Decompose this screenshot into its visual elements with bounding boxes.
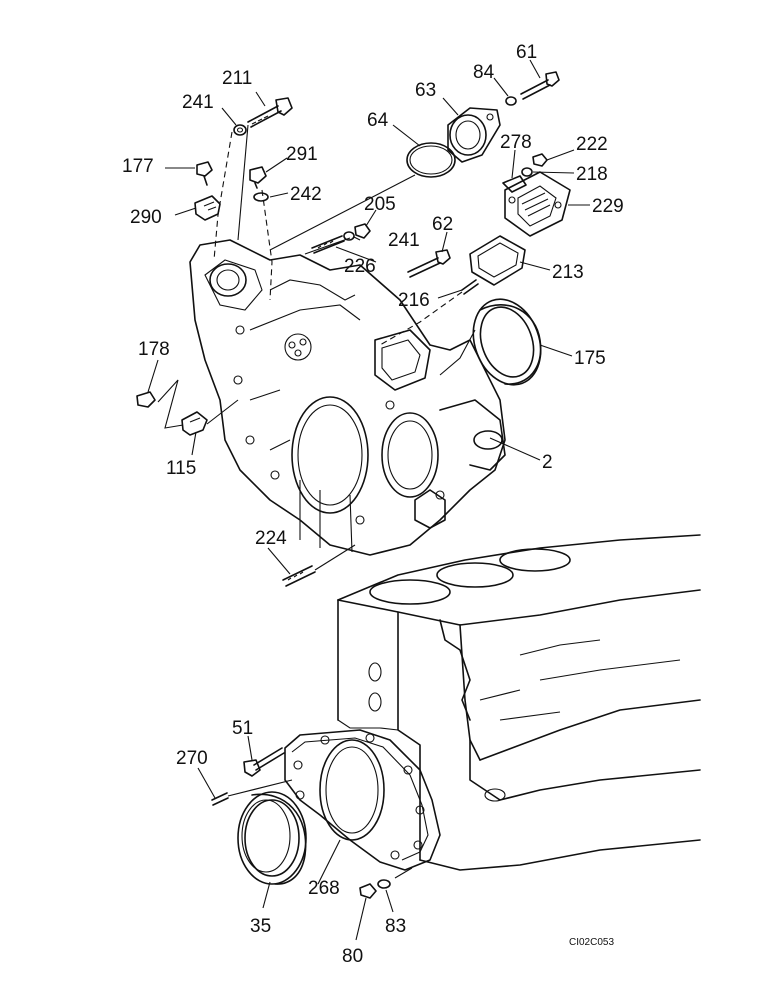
callout-2: 2 bbox=[542, 452, 553, 473]
rear-oil-seal bbox=[237, 791, 307, 885]
callout-224: 224 bbox=[255, 528, 287, 549]
callout-278: 278 bbox=[500, 132, 532, 153]
bolt-211 bbox=[247, 97, 293, 128]
gear-case-front-cover bbox=[189, 239, 506, 556]
washer-241 bbox=[233, 124, 247, 136]
callout-226: 226 bbox=[344, 256, 376, 277]
o-ring-242 bbox=[253, 192, 269, 202]
callout-290: 290 bbox=[130, 207, 162, 228]
housing-63 bbox=[447, 107, 501, 163]
rear-cover-plate bbox=[284, 729, 441, 871]
gasket-213 bbox=[469, 235, 526, 286]
washer-84 bbox=[505, 96, 517, 106]
bolt-62 bbox=[407, 249, 451, 278]
bolt-61 bbox=[520, 71, 560, 100]
callout-213: 213 bbox=[552, 262, 584, 283]
adapter-290 bbox=[194, 195, 221, 221]
callout-83: 83 bbox=[385, 916, 406, 937]
o-ring-64 bbox=[406, 142, 456, 178]
callout-178: 178 bbox=[138, 339, 170, 360]
plate-278 bbox=[502, 175, 527, 193]
front-oil-seal bbox=[472, 298, 542, 386]
callout-268: 268 bbox=[308, 878, 340, 899]
bolt-51 bbox=[243, 747, 285, 777]
plug-291 bbox=[249, 166, 267, 189]
callout-115: 115 bbox=[166, 458, 196, 479]
callout-62: 62 bbox=[432, 214, 453, 235]
callout-211: 211 bbox=[222, 68, 252, 89]
callout-291: 291 bbox=[286, 144, 318, 165]
washer-83 bbox=[377, 879, 391, 889]
callout-205: 205 bbox=[364, 194, 396, 215]
callout-241-mid: 241 bbox=[388, 230, 420, 251]
nut-222 bbox=[532, 153, 548, 167]
washer-218 bbox=[521, 167, 533, 177]
callout-242: 242 bbox=[290, 184, 322, 205]
callout-216: 216 bbox=[398, 290, 430, 311]
callout-177: 177 bbox=[122, 156, 154, 177]
plug-178 bbox=[136, 391, 156, 408]
callout-63: 63 bbox=[415, 80, 436, 101]
bracket-229 bbox=[504, 171, 571, 237]
engine-block bbox=[337, 534, 701, 871]
callout-labels: 211 241 177 290 291 242 64 63 84 61 278 … bbox=[122, 42, 624, 967]
callout-64: 64 bbox=[367, 110, 389, 131]
drawing-code: CI02C053 bbox=[569, 937, 614, 948]
callout-175: 175 bbox=[574, 348, 606, 369]
fitting-115 bbox=[181, 411, 208, 436]
nut-205 bbox=[354, 223, 371, 239]
nut-80 bbox=[359, 883, 377, 899]
washer-241-mid bbox=[343, 231, 355, 241]
stud-224 bbox=[282, 565, 316, 587]
callout-229: 229 bbox=[592, 196, 624, 217]
stud-226 bbox=[311, 235, 345, 254]
callout-84: 84 bbox=[473, 62, 495, 83]
callout-51: 51 bbox=[232, 718, 253, 739]
callout-80: 80 bbox=[342, 946, 363, 967]
leader-lines bbox=[147, 59, 590, 941]
callout-61: 61 bbox=[516, 42, 537, 63]
callout-270: 270 bbox=[176, 748, 208, 769]
callout-35: 35 bbox=[250, 916, 271, 937]
callout-241: 241 bbox=[182, 92, 214, 113]
pin-216 bbox=[461, 279, 479, 295]
callout-222: 222 bbox=[576, 134, 608, 155]
assembly-lines bbox=[157, 124, 476, 879]
pin-270 bbox=[211, 792, 229, 806]
plug-177 bbox=[196, 161, 213, 186]
callout-218: 218 bbox=[576, 164, 608, 185]
